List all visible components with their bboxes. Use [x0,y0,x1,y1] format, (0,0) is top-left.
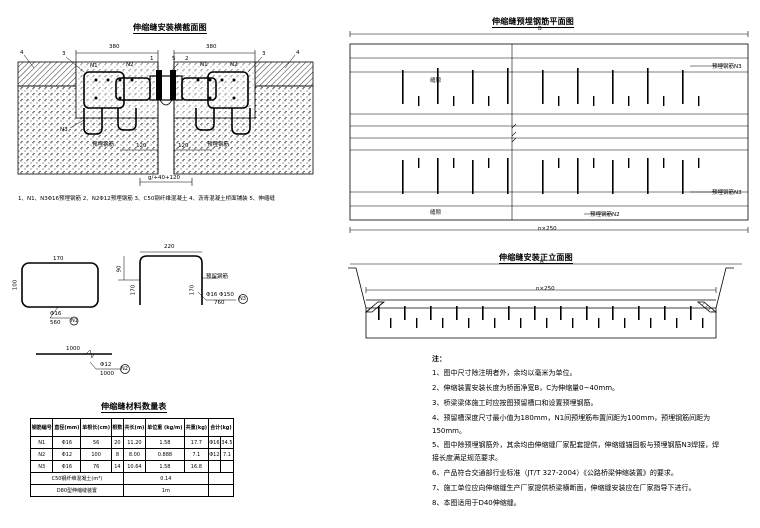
notes-heading: 注： [432,355,446,363]
th-dia: 直径(mm) [52,418,82,437]
plan-rebars [402,68,700,194]
callout-3-right: 3 [262,51,266,57]
elevation-view [348,263,742,339]
label-n1-right: N1 [200,62,208,68]
plan-rebar-n3-bottom: 预埋钢筋N3 [712,190,742,196]
callout-3-left: 3 [62,51,66,57]
n1-tag: N1 [71,318,78,324]
n3-tag: N3 [239,296,246,302]
n3-h: 90 [116,265,123,273]
th-total-len: 共长(m) [122,418,147,437]
label-n2-left: N2 [126,62,134,68]
asphalt-right [254,61,314,87]
callout-4-right: 4 [296,50,300,56]
elevation-rebars [378,306,704,328]
note-4b: 150mm。 [432,427,466,435]
note-8: 8、本图适用于D40伸缩缝。 [432,499,521,507]
table-title: 伸缩缝材料数量表 [101,402,167,413]
plan-joint-bottom: 缝隙 [430,210,442,216]
note-4: 4、预留槽深度尺寸最小值为180mm，N1间预埋筋布置间距为100mm，预埋钢筋… [432,414,711,422]
label-n1-left: N1 [90,63,98,69]
n3-top: 220 [164,244,175,250]
table-row-c50: C50钢纤维混凝土(m³) 0.14 [30,472,235,485]
plan-B: B [538,26,542,32]
dim-380-left: 380 [109,44,120,50]
plan-view [349,31,749,233]
note-2: 2、伸缩装置安装长度为桥面净宽B，C为伸缩量0~40mm。 [432,384,620,392]
note-3: 3、桥梁梁体施工时应按图预留槽口和设置预埋钢筋。 [432,399,598,407]
th-unit-wt: 单位重 (kg/m) [145,418,185,437]
elevation-view-title: 伸缩缝安装正立面图 [499,253,573,264]
n3-side2: 170 [189,284,196,296]
asphalt-left [17,61,77,87]
th-total-wt: 共重(kg) [183,418,209,437]
dim-120-left: 120 [136,143,147,149]
dim-380-right: 380 [206,44,217,50]
callout-4-left: 4 [20,50,24,56]
n3-side: 170 [130,284,137,296]
note-1: 1、图中尺寸除注明者外，余均以毫米为单位。 [432,369,577,377]
section-view-title: 伸缩缝安装横截面图 [133,23,207,34]
label-n2-right: N2 [230,62,238,68]
n1-len: 560 [50,320,61,326]
note-5b: 接长度满足规范要求。 [432,454,502,462]
th-bar: 钢筋编号 [29,418,54,437]
material-table: 钢筋编号 直径(mm) 单根长(cm) 根数 共长(m) 单位重 (kg/m) … [29,418,235,497]
elev-B: B [540,260,544,266]
note-5: 5、图中除预埋钢筋外，其余均由伸缩缝厂家配套提供，伸缩缝锚固板与预埋钢筋N3焊接… [432,441,720,449]
n1-dia: Φ16 [50,311,62,317]
th-len: 单根长(cm) [80,418,113,437]
label-n3: N3 [60,127,68,133]
n1-shape [21,262,99,308]
note-6: 6、产品符合交通部行业标准（JT/T 327-2004）《公路桥梁伸缩装置》的要… [432,469,678,477]
plan-view-title: 伸缩缝预埋钢筋平面图 [492,17,574,28]
table-row-d80: D80型伸缩缝装置 1m [30,484,235,497]
table-header-row: 钢筋编号 直径(mm) 单根长(cm) 根数 共长(m) 单位重 (kg/m) … [29,418,235,437]
plan-joint-top: 缝隙 [430,78,442,84]
n3-len: 760 [214,300,225,306]
n2-len: 1000 [66,346,80,352]
th-count: 根数 [111,418,124,437]
elev-dim: n×250 [536,286,555,292]
callout-1: 1 [150,56,154,62]
label-rebar-right: 预埋钢筋 [207,142,230,148]
n1-height: 100 [12,279,19,291]
plan-rebar-n3-top: 预埋钢筋N3 [712,64,742,70]
n3-dia: Φ16 Φ150 [206,292,234,298]
callout-2: 2 [185,56,189,62]
c50-left-fill [76,62,158,118]
dim-120-right: 120 [178,143,189,149]
plan-dim-bottom: n×250 [538,226,557,232]
n2-dia: Φ12 [100,362,112,368]
n2-total: 1000 [100,371,114,377]
legend-line: 1、N1、N3Φ16预埋钢筋 2、N2Φ12预埋钢筋 3、C50钢纤维混凝土 4… [18,196,275,202]
label-rebar-left: 预埋钢筋 [92,142,115,148]
th-sum: 合计(kg) [207,418,235,437]
callout-5: 5 [172,56,176,62]
n3-shape [139,255,203,305]
plan-rebar-n2: 预埋钢筋N2 [590,212,620,218]
n2-tag: N2 [121,366,128,372]
note-7: 7、施工单位应向伸缩缝生产厂家提供桥梁横断面，伸缩缝安装应在厂家指导下进行。 [432,484,696,492]
n1-width: 170 [53,256,64,262]
gap-dim: g/+40+120 [148,175,181,181]
n3-note: 预留钢筋 [206,274,229,280]
